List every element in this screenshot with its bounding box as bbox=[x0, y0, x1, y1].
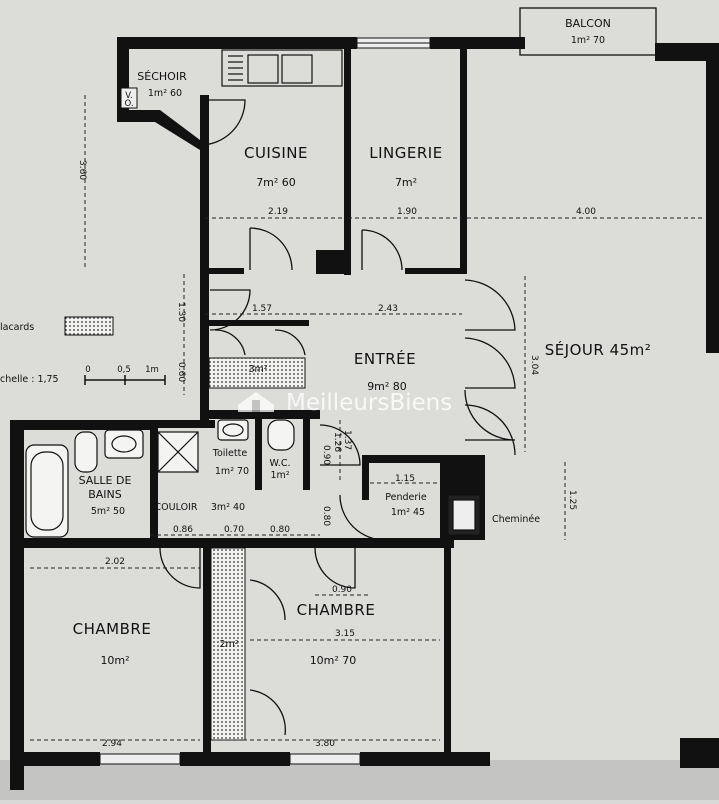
placards-legend-label: lacards bbox=[0, 322, 34, 333]
dim-couloir-w3: 0.80 bbox=[270, 525, 290, 535]
cuisine-label: CUISINE bbox=[244, 144, 308, 162]
penderie-label: Penderie bbox=[385, 492, 427, 503]
dim-chambre1-top: 2.02 bbox=[105, 557, 125, 567]
dim-sejour-height: 3.04 bbox=[529, 355, 539, 375]
dim-sejour-width: 4.00 bbox=[576, 207, 596, 217]
doors bbox=[159, 99, 516, 736]
scale-label: chelle : 1,75 bbox=[0, 374, 59, 385]
sejour-label: SÉJOUR 45m² bbox=[545, 340, 652, 359]
dim-sechoir-height: 3.60 bbox=[77, 160, 87, 180]
dim-cheminee-height: 1.25 bbox=[567, 490, 577, 510]
dim-entree-height-a: 1.30 bbox=[176, 302, 186, 322]
dim-chambre2-mid: 3.15 bbox=[335, 629, 355, 639]
chambre1-area: 10m² bbox=[100, 654, 129, 667]
cuisine-area: 7m² 60 bbox=[256, 176, 296, 189]
wc-label: W.C. bbox=[270, 458, 291, 469]
lingerie-label: LINGERIE bbox=[369, 144, 442, 162]
couloir-area: 3m² 40 bbox=[211, 502, 245, 513]
couloir-label: COULOIR bbox=[155, 502, 198, 513]
dimension-lines bbox=[30, 95, 705, 741]
dim-couloir-w1: 0.86 bbox=[173, 525, 193, 535]
scale-bar bbox=[84, 375, 166, 385]
sechoir-area: 1m² 60 bbox=[148, 88, 182, 99]
vo-label-o: O. bbox=[124, 99, 133, 109]
sdb-area: 5m² 50 bbox=[91, 506, 125, 517]
vo-box bbox=[120, 87, 138, 109]
balcon-label: BALCON bbox=[565, 17, 611, 30]
watermark-logo bbox=[238, 392, 274, 412]
entree-area: 9m² 80 bbox=[367, 380, 407, 393]
vo-label-v: V. bbox=[125, 91, 132, 101]
chambre1-label: CHAMBRE bbox=[73, 620, 152, 638]
dim-wc-d: 0.90 bbox=[321, 445, 331, 465]
dim-lingerie-width: 1.90 bbox=[397, 207, 417, 217]
dim-chambre1-bottom: 2.94 bbox=[102, 739, 122, 749]
windows bbox=[99, 7, 657, 765]
dim-penderie-width: 1.15 bbox=[395, 474, 415, 484]
dim-toilette-d2: 1.26 bbox=[332, 432, 342, 452]
kitchen-counter bbox=[221, 49, 343, 87]
dim-chambre2-door: 0.90 bbox=[332, 585, 352, 595]
chambre2-area: 10m² 70 bbox=[310, 654, 357, 667]
dim-placard-height: 0.60 bbox=[176, 362, 186, 382]
wc-area: 1m² bbox=[270, 470, 289, 481]
lingerie-area: 7m² bbox=[395, 176, 417, 189]
sdb-label-1: SALLE DE bbox=[79, 474, 132, 487]
toilette-label: Toilette bbox=[212, 448, 248, 459]
cheminee-label: Cheminée bbox=[492, 514, 540, 525]
scale-tick-0: 0 bbox=[85, 365, 90, 375]
scale-tick-1: 0,5 bbox=[117, 365, 131, 375]
bottom-shadow bbox=[0, 760, 719, 800]
dim-toilette-d1: 1.37 bbox=[342, 430, 352, 450]
watermark-text: MeilleursBiens bbox=[286, 390, 452, 416]
dim-entree-width-b: 2.43 bbox=[378, 304, 398, 314]
sechoir-label: SÉCHOIR bbox=[137, 70, 187, 83]
chambre2-label: CHAMBRE bbox=[297, 601, 376, 619]
dim-couloir-w2: 0.70 bbox=[224, 525, 244, 535]
scale-tick-2: 1m bbox=[145, 365, 159, 375]
entree-label: ENTRÉE bbox=[354, 349, 416, 368]
placards bbox=[64, 316, 306, 741]
sdb-label-2: BAINS bbox=[88, 488, 122, 501]
bathroom-fixtures bbox=[25, 419, 481, 538]
balcon-area: 1m² 70 bbox=[571, 35, 605, 46]
dim-chambre2-bottom: 3.80 bbox=[315, 739, 335, 749]
toilette-area: 1m² 70 bbox=[215, 466, 249, 477]
placard-chambre-area: 2m² bbox=[219, 639, 238, 650]
dim-couloir-height: 0.80 bbox=[321, 506, 331, 526]
dim-cuisine-width: 2.19 bbox=[268, 207, 288, 217]
dim-entree-width-a: 1.57 bbox=[252, 304, 272, 314]
placard-entree-area: 3m² bbox=[248, 364, 267, 375]
penderie-area: 1m² 45 bbox=[391, 507, 425, 518]
